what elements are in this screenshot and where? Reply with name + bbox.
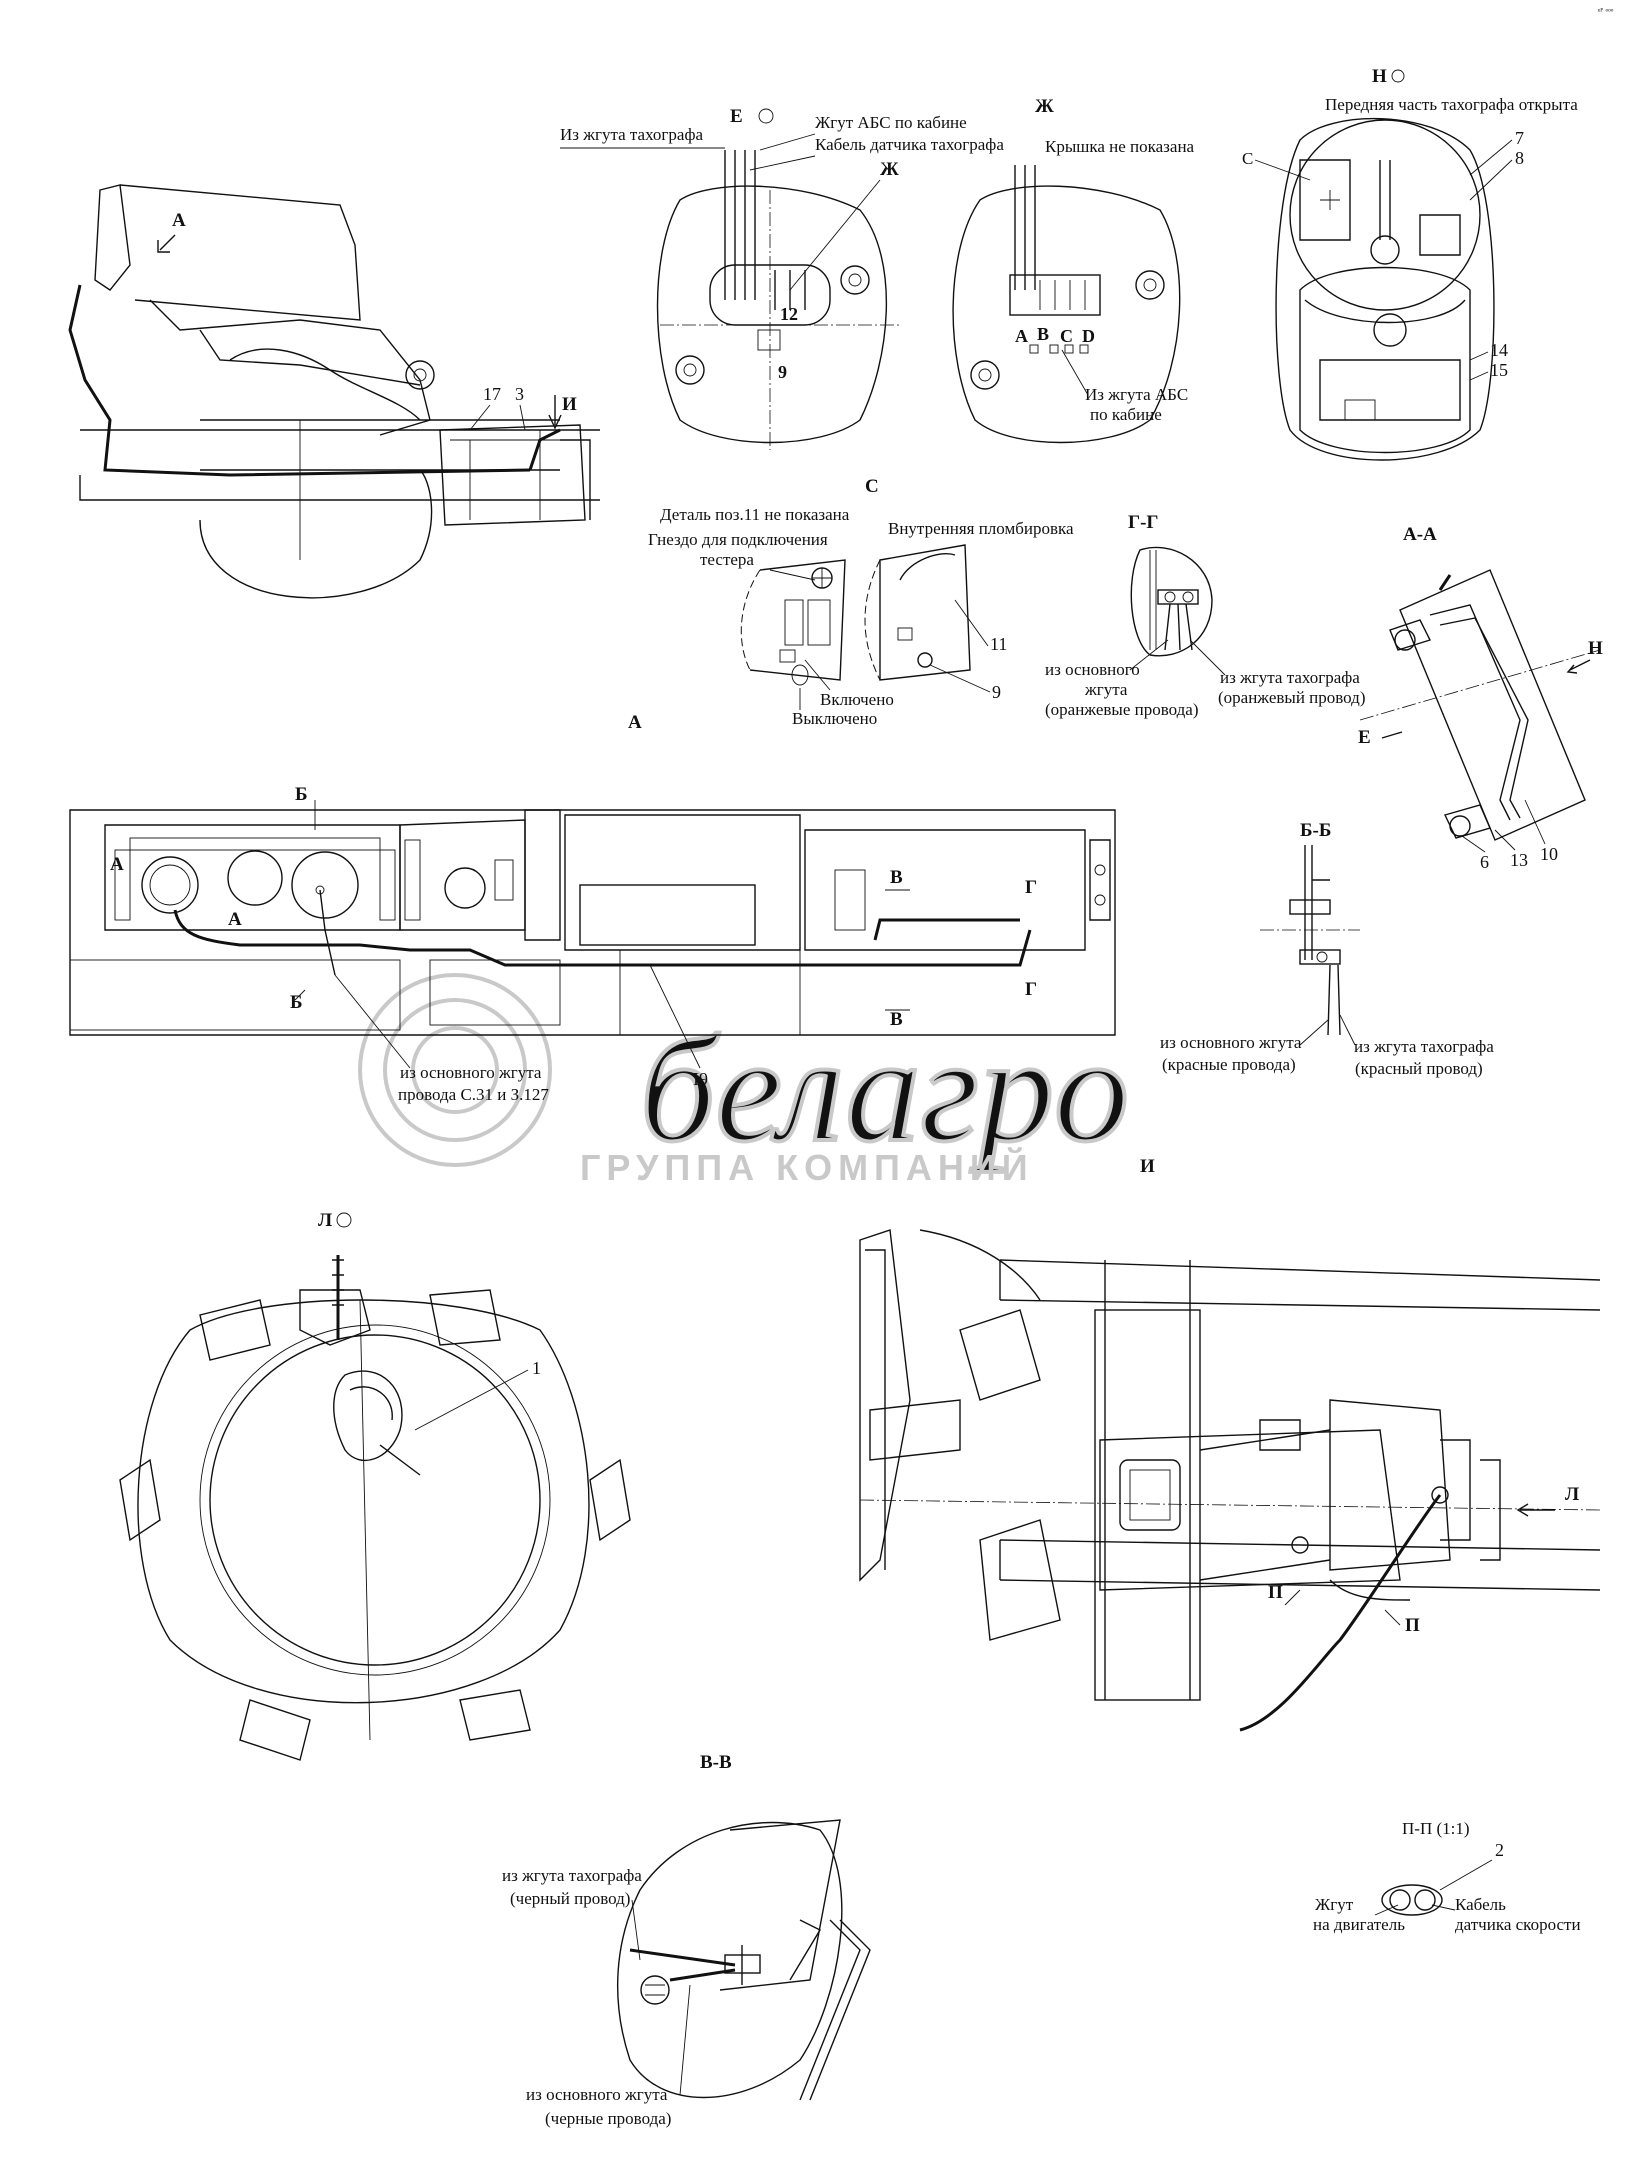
view-n-pos-8: 8 bbox=[1515, 148, 1524, 168]
view-i-title: И bbox=[1140, 1156, 1155, 1177]
view-c-tester-socket-2: тестера bbox=[700, 550, 754, 569]
view-l-title: Л bbox=[318, 1210, 332, 1231]
view-aa-pos-10: 10 bbox=[1540, 844, 1558, 864]
view-a-wires: провода С.31 и З.127 bbox=[398, 1085, 549, 1104]
view-bb-title: Б-Б bbox=[1300, 820, 1331, 841]
overview-pos-17: 17 bbox=[483, 384, 501, 404]
view-n-pos-15: 15 bbox=[1490, 360, 1508, 380]
view-zh-title: Ж bbox=[1035, 96, 1054, 117]
view-i-ref-p1: П bbox=[1268, 1582, 1283, 1603]
view-a-cut-b-top: Б bbox=[295, 784, 308, 805]
view-pp-engine-harness: Жгут bbox=[1315, 1895, 1354, 1914]
view-bb-from-main: из основного жгута bbox=[1160, 1033, 1302, 1052]
view-a-cut-v-bottom: В bbox=[890, 1009, 903, 1030]
view-gg-from-main: из основного bbox=[1045, 660, 1140, 679]
view-gg-from-tacho: из жгута тахографа bbox=[1220, 668, 1360, 687]
overview-pos-3: 3 bbox=[515, 384, 524, 404]
view-a-from-main: из основного жгута bbox=[400, 1063, 542, 1082]
overview-view-a-label: А bbox=[172, 210, 186, 231]
view-c-pos-9: 9 bbox=[992, 682, 1001, 702]
view-n-pos-14: 14 bbox=[1490, 340, 1508, 360]
view-zh-pin-a: A bbox=[1015, 326, 1028, 346]
view-c-detail-note: Деталь поз.11 не показана bbox=[660, 505, 850, 524]
view-zh: Ж Крышка не показана A B C D Из жгута АБ… bbox=[952, 96, 1195, 444]
view-zh-pin-b: B bbox=[1037, 324, 1049, 344]
overview-view-i-label: И bbox=[562, 394, 577, 415]
view-aa-ref-e: Е bbox=[1358, 727, 1371, 748]
view-e-title: Е bbox=[730, 106, 743, 127]
view-c-off-label: Выключено bbox=[792, 709, 877, 728]
view-i-chassis: И Л П П bbox=[859, 1156, 1601, 1732]
view-i-ref-l: Л bbox=[1565, 1484, 1579, 1505]
view-zh-from-abs-2: по кабине bbox=[1090, 405, 1162, 424]
view-zh-cover-note: Крышка не показана bbox=[1045, 137, 1195, 156]
overview-view: А И 17 3 bbox=[68, 184, 600, 599]
view-a-ref-a-2: А bbox=[228, 909, 242, 930]
view-e: Е Из жгута тахографа Жгут АБС по кабине … bbox=[560, 106, 1004, 450]
view-pp-title: П-П (1:1) bbox=[1402, 1819, 1470, 1838]
view-pp: П-П (1:1) 2 Жгут на двигатель Кабель дат… bbox=[1313, 1819, 1581, 1934]
corner-mark: ᵉᴾ ᵒᵒᵒ bbox=[1598, 6, 1614, 16]
view-aa-pos-13: 13 bbox=[1510, 850, 1528, 870]
view-c-tester-socket: Гнездо для подключения bbox=[648, 530, 828, 549]
view-gg-title: Г-Г bbox=[1128, 512, 1159, 533]
view-zh-from-abs: Из жгута АБС bbox=[1085, 385, 1188, 404]
view-l-pos-1: 1 bbox=[532, 1358, 541, 1378]
view-gg-from-main-2: жгута bbox=[1084, 680, 1128, 699]
view-a-pos-19: I9 bbox=[693, 1069, 708, 1089]
view-c-title: С bbox=[865, 476, 879, 497]
view-aa-title: А-А bbox=[1403, 524, 1437, 545]
view-e-pos-9: 9 bbox=[778, 362, 787, 382]
view-n-pos-7: 7 bbox=[1515, 128, 1524, 148]
view-l: Л 1 bbox=[119, 1210, 631, 1761]
view-e-abs-harness: Жгут АБС по кабине bbox=[815, 113, 967, 132]
view-a-cut-v-top: В bbox=[890, 867, 903, 888]
watermark-subtitle: ГРУППА КОМПАНИЙ bbox=[580, 1146, 1034, 1188]
view-e-pos-12: 12 bbox=[780, 304, 798, 324]
view-a-title: А bbox=[628, 712, 642, 733]
view-gg: Г-Г из основного жгута (оранжевые провод… bbox=[1045, 512, 1366, 719]
view-e-sensor-cable: Кабель датчика тахографа bbox=[815, 135, 1004, 154]
view-vv-black-wires: (черные провода) bbox=[545, 2109, 671, 2128]
view-n-ref-c: С bbox=[1242, 149, 1253, 168]
view-a-cut-b-bottom: Б bbox=[290, 992, 303, 1013]
view-pp-pos-2: 2 bbox=[1495, 1840, 1504, 1860]
view-a-ref-a-1: А bbox=[110, 854, 124, 875]
view-vv-black-wire: (черный провод) bbox=[510, 1889, 630, 1908]
view-c-pos-11: 11 bbox=[990, 634, 1007, 654]
view-pp-speed-cable: Кабель bbox=[1455, 1895, 1506, 1914]
view-vv: В-В из жгута тахографа (черный провод) и… bbox=[502, 1752, 871, 2128]
view-pp-speed-cable-2: датчика скорости bbox=[1455, 1915, 1581, 1934]
view-zh-pin-d: D bbox=[1082, 326, 1095, 346]
view-aa: А-А Н Е 6 13 10 bbox=[1358, 524, 1603, 872]
view-c: С Деталь поз.11 не показана Гнездо для п… bbox=[648, 476, 1074, 728]
view-e-from-tacho: Из жгута тахографа bbox=[560, 125, 703, 144]
view-c-on-label: Включено bbox=[820, 690, 894, 709]
view-bb-from-tacho: из жгута тахографа bbox=[1354, 1037, 1494, 1056]
view-pp-engine-harness-2: на двигатель bbox=[1313, 1915, 1405, 1934]
view-n-front-open: Передняя часть тахографа открыта bbox=[1325, 95, 1578, 114]
view-a-cut-g-top: Г bbox=[1025, 877, 1037, 898]
view-bb-red-wire: (красный провод) bbox=[1355, 1059, 1483, 1078]
view-gg-orange-wires: (оранжевые провода) bbox=[1045, 700, 1199, 719]
view-e-zh-ref: Ж bbox=[880, 159, 899, 180]
view-zh-pin-c: C bbox=[1060, 326, 1073, 346]
view-aa-ref-n: Н bbox=[1588, 638, 1603, 659]
view-c-internal-seal: Внутренняя пломбировка bbox=[888, 519, 1074, 538]
view-aa-pos-6: 6 bbox=[1480, 852, 1489, 872]
view-vv-title: В-В bbox=[700, 1752, 732, 1773]
view-vv-from-tacho: из жгута тахографа bbox=[502, 1866, 642, 1885]
view-bb: Б-Б из основного жгута (красные провода)… bbox=[1160, 820, 1494, 1078]
view-bb-red-wires: (красные провода) bbox=[1162, 1055, 1296, 1074]
view-n: Н Передняя часть тахографа открыта С 7 8… bbox=[1242, 66, 1578, 461]
view-a-cut-g-bottom: Г bbox=[1025, 979, 1037, 1000]
view-i-ref-p2: П bbox=[1405, 1615, 1420, 1636]
view-n-title: Н bbox=[1372, 66, 1387, 87]
view-a-dashboard: А Б Б В В Г Г А bbox=[69, 712, 1116, 1104]
view-gg-orange-wire: (оранжевый провод) bbox=[1218, 688, 1366, 707]
view-vv-from-main: из основного жгута bbox=[526, 2085, 668, 2104]
